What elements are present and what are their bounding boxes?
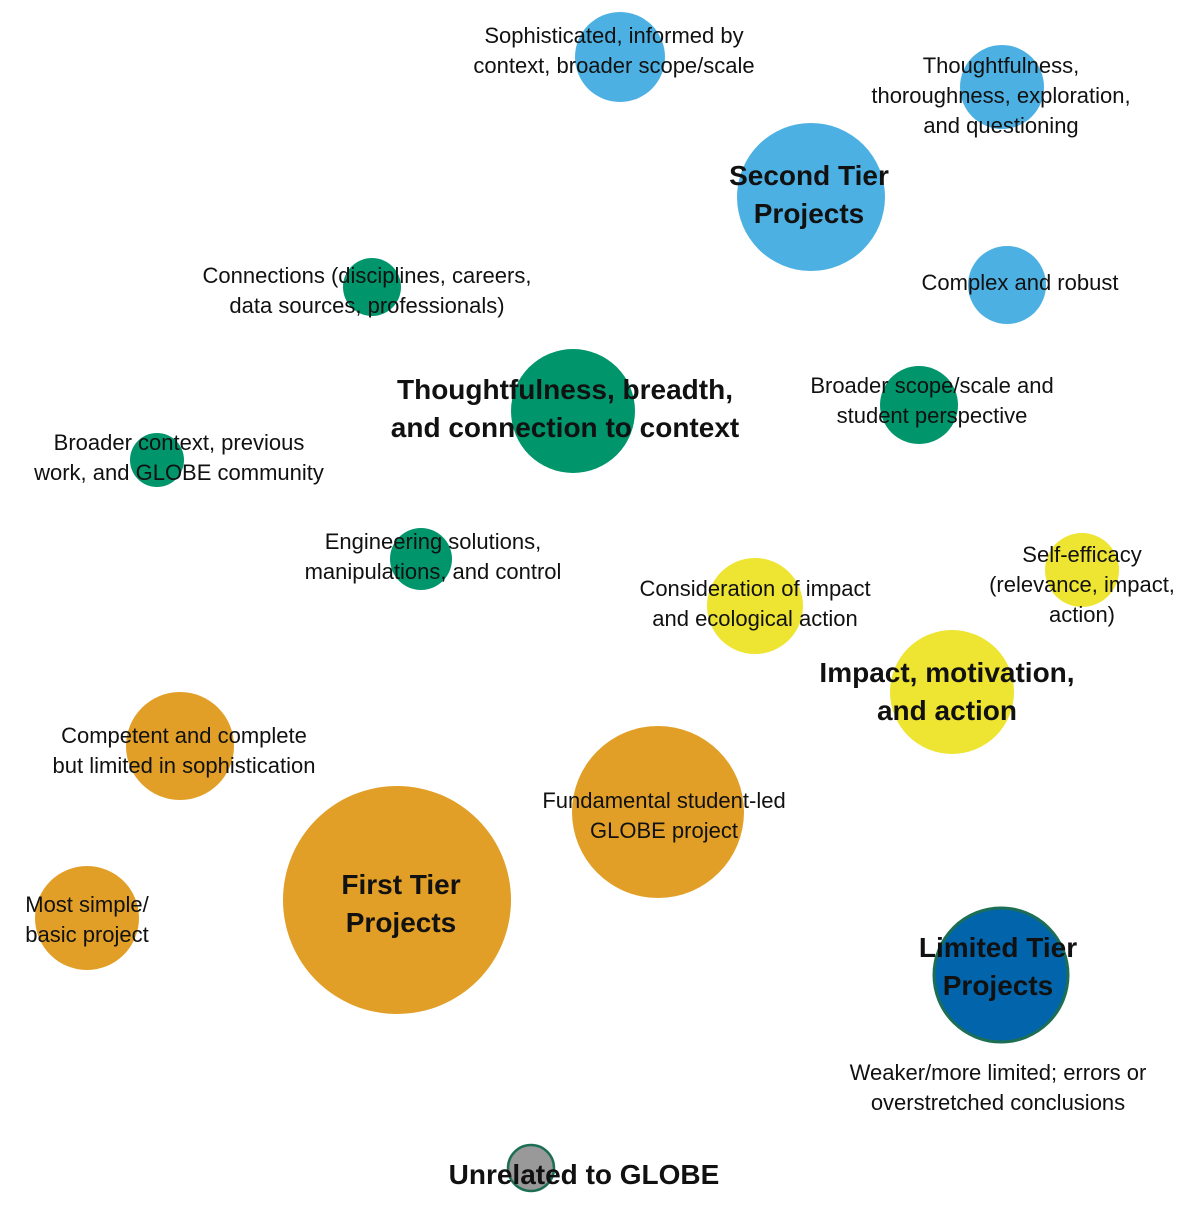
impact-main-bubble [890,630,1014,754]
second-tier-thoughtfulness-label-line-2: thoroughness, exploration, [871,83,1130,108]
second-tier-sophisticated-bubble [575,12,665,102]
connection-broader-scope-label-line-1: Broader scope/scale and [810,373,1053,398]
connection-engineering-label-line-1: Engineering solutions, [325,529,541,554]
impact-consideration-bubble [707,558,803,654]
connection-broader-scope-bubble [880,366,958,444]
first-tier-simple-label-line-2: basic project [25,922,149,947]
first-tier-competent-label-line-1: Competent and complete [61,723,307,748]
second-tier-main-bubble [737,123,885,271]
first-tier-simple-bubble [35,866,139,970]
first-tier-main-bubble [283,786,511,1014]
limited-tier-main-bubble [932,906,1070,1044]
second-tier-complex-bubble [968,246,1046,324]
connection-main-label: Thoughtfulness, breadth, and connection t… [391,374,739,443]
second-tier-sophisticated-label-line-2: context, broader scope/scale [473,53,754,78]
second-tier-thoughtfulness-bubble [960,45,1044,129]
connection-broader-scope-label-line-2: student perspective [837,403,1028,428]
limited-tier-weaker-label-line-1: Weaker/more limited; errors or [850,1060,1147,1085]
connection-broader-context-label-line-1: Broader context, previous [54,430,305,455]
first-tier-fundamental-label-line-1: Fundamental student-led [542,788,785,813]
connection-main-bubble [511,349,635,473]
connection-engineering-label: Engineering solutions, manipulations, and… [305,529,562,584]
first-tier-main-label-line-2: Projects [346,907,457,938]
second-tier-thoughtfulness-label: Thoughtfulness, thoroughness, exploration… [871,53,1130,138]
unrelated-label: Unrelated to GLOBE [449,1159,720,1190]
second-tier-thoughtfulness-label-line-3: and questioning [923,113,1078,138]
connection-connections-label: Connections (disciplines, careers, data s… [203,263,532,318]
impact-self-efficacy-label-line-3: action) [1049,602,1115,627]
first-tier-main-label-line-1: First Tier [341,869,460,900]
impact-main-label-line-1: Impact, motivation, [819,657,1074,688]
connection-engineering-bubble [390,528,452,590]
first-tier-competent-label-line-2: but limited in sophistication [53,753,316,778]
impact-consideration-label-line-1: Consideration of impact [639,576,870,601]
first-tier-competent-bubble [126,692,234,800]
second-tier-main-label-line-1: Second Tier [729,160,889,191]
impact-main-label-line-2: and action [877,695,1017,726]
impact-self-efficacy-label: Self-efficacy (relevance, impact, action) [989,542,1175,627]
limited-tier-main-label-line-1: Limited Tier [919,932,1077,963]
limited-tier-weaker-label-line-2: overstretched conclusions [871,1090,1125,1115]
first-tier-fundamental-label-line-2: GLOBE project [590,818,738,843]
connection-broader-context-bubble [130,433,184,487]
first-tier-simple-label: Most simple/basic project [25,892,149,947]
limited-tier-main-label-line-2: Projects [943,970,1054,1001]
connection-main-label-line-2: and connection to context [391,412,739,443]
connection-connections-label-line-2: data sources, professionals) [229,293,504,318]
unrelated-bubble [506,1143,556,1193]
connection-engineering-label-line-2: manipulations, and control [305,559,562,584]
first-tier-competent-label: Competent and complete but limited in sop… [53,723,316,778]
second-tier-sophisticated-label: Sophisticated, informed by context, broad… [473,23,754,78]
impact-self-efficacy-label-line-2: (relevance, impact, [989,572,1175,597]
second-tier-complex-label: Complex and robust [922,270,1119,295]
second-tier-thoughtfulness-label-line-1: Thoughtfulness, [923,53,1080,78]
impact-self-efficacy-bubble [1045,533,1119,607]
second-tier-sophisticated-label-line-1: Sophisticated, informed by [484,23,743,48]
impact-main-label: Impact, motivation, and action [819,657,1074,726]
connection-broader-context-label-line-2: work, and GLOBE community [33,460,324,485]
impact-consideration-label-line-2: and ecological action [652,606,857,631]
connection-connections-bubble [343,258,401,316]
connection-broader-scope-label: Broader scope/scale and student perspecti… [810,373,1053,428]
limited-tier-weaker-label: Weaker/more limited; errors or overstretc… [850,1060,1147,1115]
first-tier-simple-label-line-1: Most simple/ [25,892,149,917]
unrelated-label-line-1: Unrelated to GLOBE [449,1159,720,1190]
impact-self-efficacy-label-line-1: Self-efficacy [1022,542,1141,567]
connection-broader-context-label: Broader context, previous work, and GLOBE… [33,430,324,485]
first-tier-fundamental-bubble [572,726,744,898]
impact-consideration-label: Consideration of impact and ecological ac… [639,576,870,631]
second-tier-complex-label-line-1: Complex and robust [922,270,1119,295]
connection-connections-label-line-1: Connections (disciplines, careers, [203,263,532,288]
second-tier-main-label-line-2: Projects [754,198,865,229]
connection-main-label-line-1: Thoughtfulness, breadth, [397,374,733,405]
